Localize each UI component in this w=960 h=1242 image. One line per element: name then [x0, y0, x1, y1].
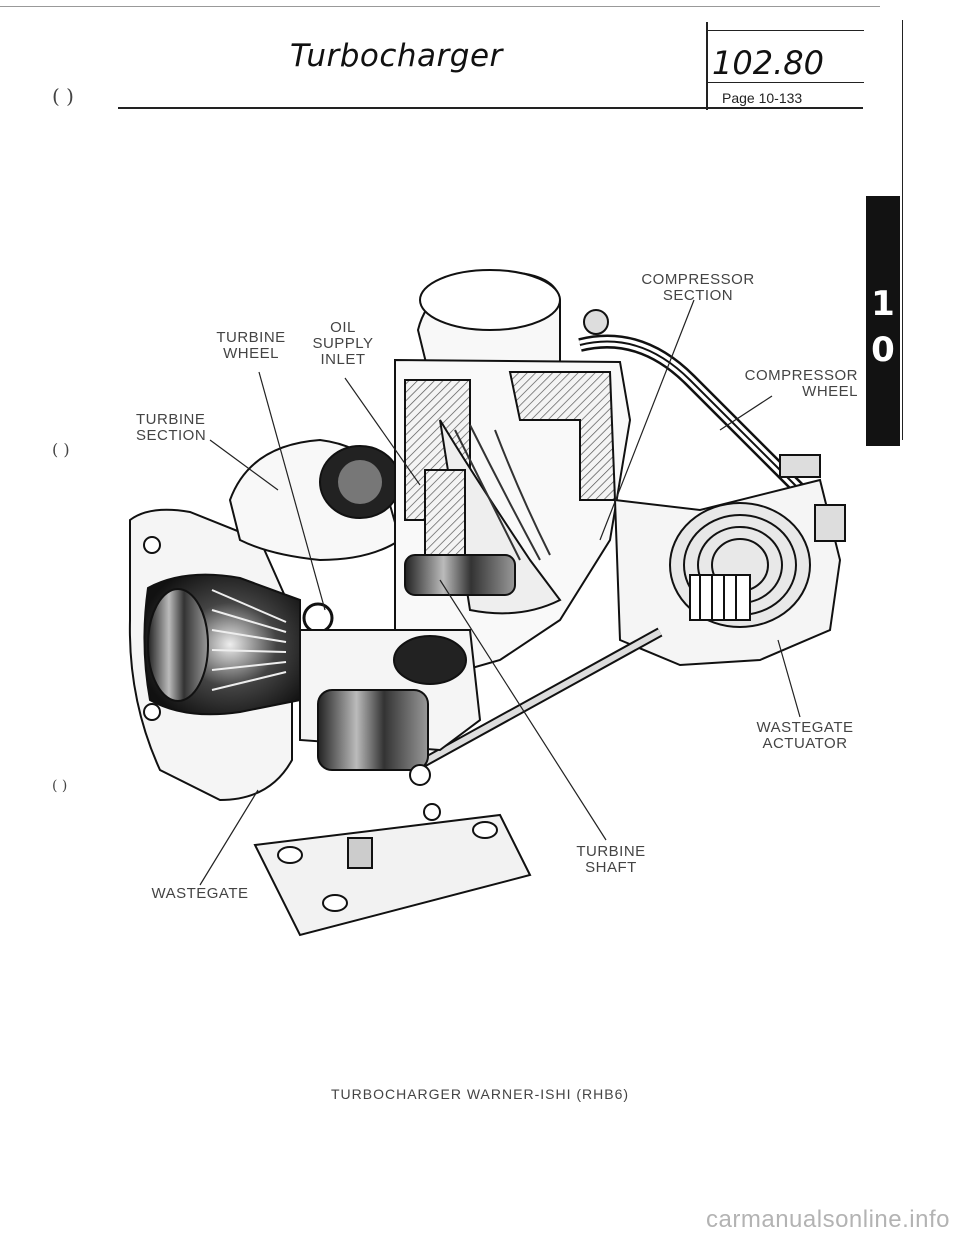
- label-text: WASTEGATE: [151, 885, 249, 902]
- page-title: Turbocharger: [290, 38, 503, 74]
- section-tab: [866, 196, 900, 446]
- page-number: Page 10-133: [722, 90, 803, 106]
- label-text: COMPRESSOR SECTION: [641, 271, 755, 304]
- figure-caption: TURBOCHARGER WARNER-ISHI (RHB6): [330, 1086, 630, 1102]
- wastegate-lever: [317, 689, 429, 771]
- callout-leader-lines: [199, 299, 801, 886]
- label-text: TURBINE SHAFT: [576, 843, 646, 876]
- label-turbine-wheel: TURBINE WHEEL: [196, 330, 306, 362]
- section-box-left: [706, 22, 708, 110]
- compressor-inlet-opening: [419, 269, 561, 331]
- pipe-fitting: [583, 309, 609, 335]
- label-wastegate-actuator: WASTEGATE ACTUATOR: [740, 720, 870, 752]
- label-oil-supply-inlet: OIL SUPPLY INLET: [298, 320, 388, 368]
- turbine-shaft-bearing: [404, 554, 516, 596]
- flange-bolt-hole: [143, 703, 161, 721]
- turbine-inlet-opening: [147, 588, 209, 702]
- binding-hole-mark: ( ): [52, 84, 74, 108]
- label-compressor-wheel: COMPRESSOR WHEEL: [718, 368, 858, 400]
- label-wastegate: WASTEGATE: [140, 886, 260, 902]
- turbine-wheel-hub: [302, 602, 334, 634]
- watermark: carmanualsonline.info: [706, 1206, 950, 1233]
- top-edge-rule: [0, 6, 880, 7]
- header-rule: [118, 107, 863, 109]
- actuator-cap: [814, 504, 846, 542]
- label-text: WASTEGATE ACTUATOR: [756, 719, 854, 752]
- turbine-outlet-port: [393, 635, 467, 685]
- label-text: COMPRESSOR WHEEL: [744, 367, 858, 400]
- wastegate-pivot: [423, 803, 441, 821]
- flange-bolt-hole: [143, 536, 161, 554]
- section-tab-digit: 1: [871, 284, 895, 324]
- pipe-fitting: [779, 454, 821, 478]
- oil-passage: [424, 469, 466, 556]
- right-margin-rule: [902, 20, 903, 440]
- section-box-top: [706, 30, 864, 31]
- binding-hole-mark: ( ): [52, 440, 70, 459]
- base-bolt-hole: [277, 846, 303, 864]
- binding-hole-mark: ( ): [52, 778, 68, 794]
- compressor-housing-section: [508, 371, 617, 501]
- wastegate-pivot: [409, 764, 431, 786]
- label-text: OIL SUPPLY INLET: [312, 319, 374, 368]
- label-turbine-section: TURBINE SECTION: [136, 412, 246, 444]
- label-compressor-section: COMPRESSOR SECTION: [618, 272, 778, 304]
- section-box-middle: [706, 82, 864, 83]
- label-text: TURBINE SECTION: [136, 411, 207, 444]
- base-bolt-hole: [322, 894, 348, 912]
- base-bolt-hole: [472, 821, 498, 839]
- section-number: 102.80: [712, 44, 824, 82]
- label-turbine-shaft: TURBINE SHAFT: [556, 844, 666, 876]
- base-bolt: [347, 837, 373, 869]
- section-tab-digit: 0: [871, 330, 895, 370]
- label-text: TURBINE WHEEL: [216, 329, 286, 362]
